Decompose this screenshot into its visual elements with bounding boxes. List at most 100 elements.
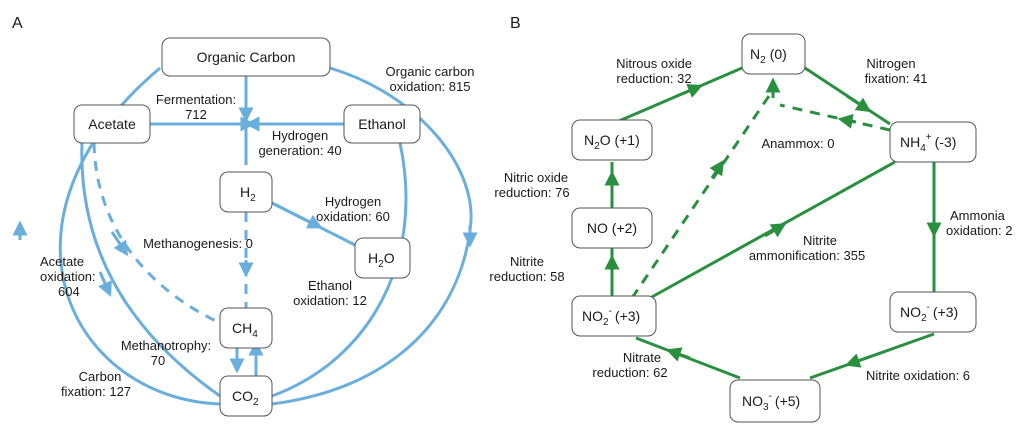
label-acetate-oxidation-3: 604 <box>58 284 80 299</box>
label-nitric-oxide-reduction-1: Nitric oxide <box>504 170 568 185</box>
arrow-nitrite-ammonification <box>764 223 787 238</box>
arrow-acetate-oxidation <box>98 271 112 297</box>
label-nitrite-ammonification-1: Nitrite <box>803 233 837 248</box>
node-nh4-symbol: NH <box>900 134 920 150</box>
edge-ethanol-oxidation <box>271 142 408 398</box>
label-nitrite-ammonification-2: ammonification: 355 <box>749 248 865 263</box>
label-ammonia-oxidation-2: oxidation: 2 <box>946 223 1013 238</box>
label-methanotrophy-1: Methanotrophy: <box>121 338 211 353</box>
node-h2: H2 <box>219 171 273 213</box>
node-no2-left-symbol: NO <box>582 308 603 324</box>
label-nitrous-oxide-reduction-1: Nitrous oxide <box>616 56 692 71</box>
label-nitric-oxide-reduction-2: reduction: 76 <box>494 185 569 200</box>
node-co2: CO2 <box>219 375 273 417</box>
node-n2o-subscript: 2 <box>594 141 600 152</box>
arrow-acetate-to-ch4 <box>110 231 129 257</box>
label-hydrogen-oxidation-2: oxidation: 60 <box>316 209 390 224</box>
arrow-nitrogen-fixation <box>846 94 872 113</box>
node-n2-oxidation: (0) <box>770 46 787 62</box>
node-no3-charge: - <box>769 391 772 402</box>
node-organic-carbon: Organic Carbon <box>161 37 331 77</box>
svg-text:NO2-(+3): NO2-(+3) <box>900 302 958 324</box>
arrow-anammox-mid <box>709 159 725 179</box>
node-h2o-o: O <box>384 250 395 266</box>
svg-text:NO2-(+3): NO2-(+3) <box>582 306 640 328</box>
node-no2-left-oxidation: (+3) <box>615 308 640 324</box>
svg-text:N2O (+1): N2O (+1) <box>584 132 640 152</box>
edge-organic-oxidation-top <box>329 66 473 231</box>
label-methanotrophy-2: 70 <box>151 353 165 368</box>
node-no3-oxidation: (+5) <box>775 393 800 409</box>
node-n2o-rest: O (+1) <box>600 132 640 148</box>
node-h2o-subscript: 2 <box>378 259 384 270</box>
node-h2-symbol: H <box>240 184 250 200</box>
node-h2-subscript: 2 <box>250 193 256 204</box>
edge-anammox-in <box>779 103 891 132</box>
node-nh4: NH4+(-3) <box>889 121 977 163</box>
svg-text:H2O: H2O <box>368 250 395 270</box>
node-acetate: Acetate <box>73 104 151 144</box>
label-nitrate-reduction-2: reduction: 62 <box>592 365 667 380</box>
node-no2-right-symbol: NO <box>900 304 921 320</box>
node-nh4-oxidation: (-3) <box>935 134 957 150</box>
label-ethanol-oxidation-1: Ethanol <box>308 278 352 293</box>
panel-b-label: B <box>510 15 521 32</box>
label-nitrogen-fixation-2: fixation: 41 <box>865 71 928 86</box>
node-h2o-h: H <box>368 250 378 266</box>
label-fermentation-1: Fermentation: <box>156 92 236 107</box>
label-hydrogen-generation-1: Hydrogen <box>272 128 328 143</box>
label-acetate-oxidation-2: oxidation: <box>40 269 96 284</box>
svg-text:NH4+(-3): NH4+(-3) <box>900 132 956 154</box>
node-nh4-charge: + <box>926 132 932 143</box>
edge-acetate-oxidation <box>80 142 221 398</box>
node-no2-right-charge: - <box>927 302 930 313</box>
node-co2-symbol: CO <box>232 388 253 404</box>
label-nitrate-reduction-1: Nitrate <box>623 350 661 365</box>
carbon-edges <box>12 66 478 406</box>
node-no3-subscript: 3 <box>763 402 769 413</box>
svg-text:NO3-(+5): NO3-(+5) <box>742 391 800 413</box>
node-ethanol-label: Ethanol <box>358 116 405 132</box>
node-ethanol: Ethanol <box>343 104 421 144</box>
node-no2-right-subscript: 2 <box>921 313 927 324</box>
panel-b: B N2(0) <box>489 15 1013 423</box>
label-hydrogen-oxidation-1: Hydrogen <box>325 194 381 209</box>
label-hydrogen-generation-2: generation: 40 <box>258 143 341 158</box>
label-carbon-fixation-2: fixation: 127 <box>61 384 131 399</box>
node-n2o: N2O (+1) <box>571 119 653 161</box>
node-no-label: NO (+2) <box>587 220 637 236</box>
node-ch4: CH4 <box>219 307 273 349</box>
node-nh4-subscript: 4 <box>920 143 926 154</box>
arrow-hydrogen-oxidation <box>271 201 323 229</box>
nitrogen-edges <box>604 66 942 380</box>
label-ammonia-oxidation-1: Ammonia <box>950 208 1006 223</box>
label-ethanol-oxidation-2: oxidation: 12 <box>293 293 367 308</box>
node-no2-right: NO2-(+3) <box>889 291 977 333</box>
nitrogen-flux-labels: Nitrous oxide reduction: 32 Nitrogen fix… <box>489 56 1012 383</box>
edge-acetate-to-ch4 <box>92 142 221 325</box>
node-no: NO (+2) <box>571 207 653 249</box>
carbon-flux-labels: Fermentation: 712 Hydrogen generation: 4… <box>40 64 474 399</box>
label-nitrite-oxidation: Nitrite oxidation: 6 <box>866 368 970 383</box>
node-no2-left: NO2-(+3) <box>571 295 657 337</box>
edge-organic-oxidation-bottom <box>271 231 472 406</box>
edge-anammox-out <box>630 89 775 299</box>
label-acetate-oxidation-1: Acetate <box>40 254 84 269</box>
arrow-nitrite-oxidation <box>844 353 873 368</box>
node-no3: NO3-(+5) <box>729 379 821 423</box>
svg-text:CO2: CO2 <box>232 388 259 408</box>
node-n2-subscript: 2 <box>760 55 766 66</box>
label-organic-oxidation-1: Organic carbon <box>386 64 475 79</box>
node-ch4-subscript: 4 <box>252 329 258 340</box>
label-nitrite-reduction-2: reduction: 58 <box>489 269 564 284</box>
arrow-nitrate-reduction <box>665 347 691 362</box>
panel-a: A Organic Carbon <box>12 15 478 417</box>
node-no2-right-oxidation: (+3) <box>933 304 958 320</box>
label-organic-oxidation-2: oxidation: 815 <box>390 79 471 94</box>
node-no3-symbol: NO <box>742 393 763 409</box>
node-no2-left-charge: - <box>609 306 612 317</box>
node-ch4-symbol: CH <box>232 320 252 336</box>
node-no2-left-subscript: 2 <box>603 317 609 328</box>
node-organic-carbon-label: Organic Carbon <box>197 49 296 65</box>
